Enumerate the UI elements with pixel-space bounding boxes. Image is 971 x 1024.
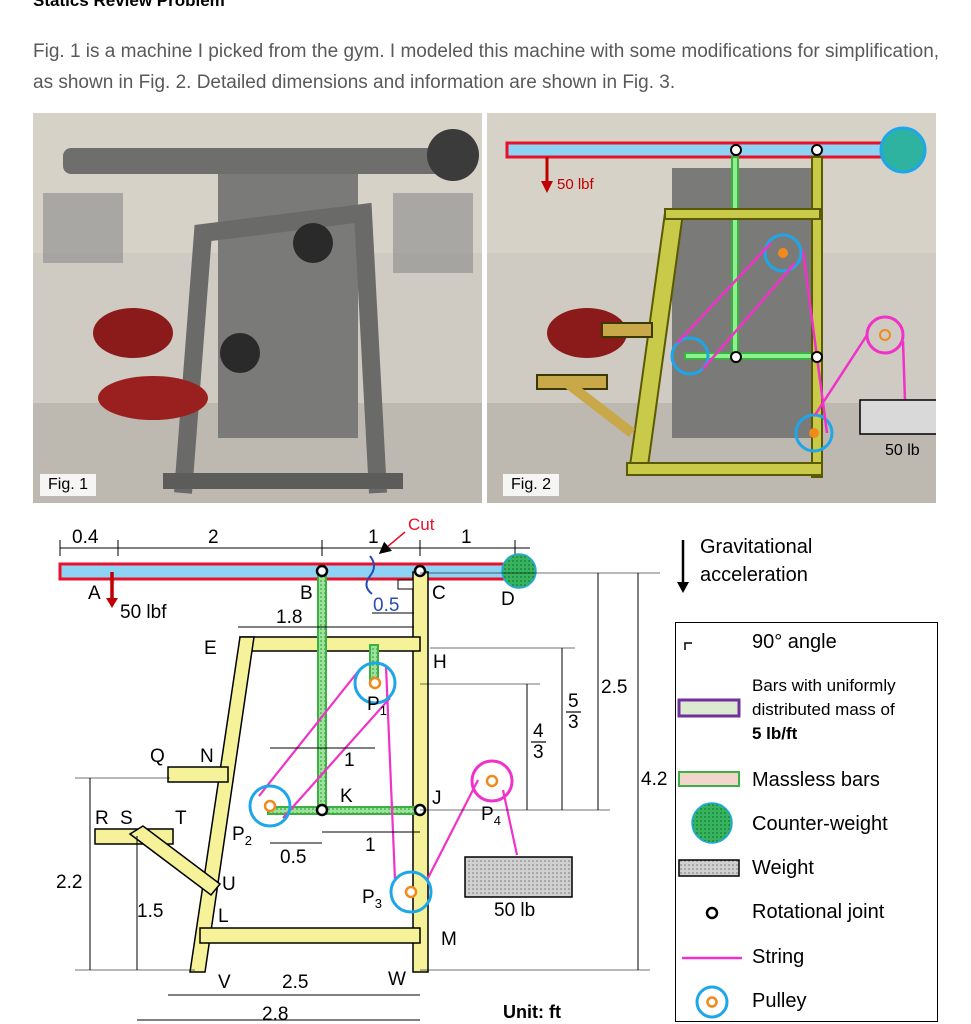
label-C: C bbox=[432, 583, 446, 604]
label-V: V bbox=[218, 972, 231, 993]
dim-1-left: 1 bbox=[368, 527, 379, 548]
cut-mark bbox=[365, 555, 375, 595]
dim-2-5-vertical: 2.5 bbox=[601, 677, 627, 698]
label-A: A bbox=[88, 583, 101, 604]
fig1-caption: Fig. 1 bbox=[40, 474, 97, 496]
legend-uniform-3: 5 lb/ft bbox=[752, 724, 798, 743]
label-H: H bbox=[433, 652, 447, 673]
gravity-label-line2: acceleration bbox=[700, 564, 808, 586]
label-S: S bbox=[120, 808, 133, 829]
label-D: D bbox=[501, 589, 515, 610]
label-P1: P1 bbox=[367, 694, 387, 718]
cut-label: Cut bbox=[408, 515, 435, 534]
label-U: U bbox=[222, 874, 236, 895]
frac-4-3-den: 3 bbox=[533, 742, 544, 763]
unit-label: Unit: ft bbox=[503, 1002, 561, 1022]
force-label: 50 lbf bbox=[120, 602, 167, 623]
pulley-P2 bbox=[248, 784, 292, 828]
gravity-label-line1: Gravitational bbox=[700, 536, 813, 558]
legend-box bbox=[675, 622, 938, 1022]
legend-joint: Rotational joint bbox=[752, 901, 885, 923]
legend-swatches bbox=[677, 642, 742, 1019]
problem-heading: Statics Review Problem bbox=[33, 0, 225, 10]
bar-LM bbox=[199, 927, 421, 944]
label-J: J bbox=[432, 788, 442, 809]
label-N: N bbox=[200, 746, 214, 767]
rotational-joints bbox=[315, 564, 427, 817]
string-path bbox=[258, 665, 519, 881]
gym-machine-photo bbox=[33, 113, 482, 503]
label-P2: P2 bbox=[232, 824, 252, 848]
pulley-P4 bbox=[470, 759, 514, 803]
legend-counterweight: Counter-weight bbox=[752, 813, 888, 835]
bar-QN bbox=[167, 766, 229, 783]
weight-block bbox=[464, 856, 573, 898]
label-Q: Q bbox=[150, 746, 165, 767]
dim-1-5: 1.5 bbox=[137, 901, 163, 922]
label-T: T bbox=[175, 808, 187, 829]
frac-5-3-den: 3 bbox=[568, 712, 579, 733]
dim-1-8: 1.8 bbox=[276, 607, 302, 628]
legend-pulley: Pulley bbox=[752, 990, 807, 1012]
legend-angle: 90° angle bbox=[752, 631, 837, 653]
legend-massless: Massless bars bbox=[752, 769, 880, 791]
label-B: B bbox=[300, 583, 313, 604]
fig2-caption: Fig. 2 bbox=[503, 474, 560, 496]
legend-uniform-2: distributed mass of bbox=[752, 700, 895, 719]
legend-uniform-1: Bars with uniformly bbox=[752, 676, 896, 695]
dim-4-2: 4.2 bbox=[641, 769, 667, 790]
counterweight bbox=[501, 553, 537, 589]
dim-1-low: 1 bbox=[365, 835, 376, 856]
top-dimension-line bbox=[59, 540, 530, 556]
weight-label: 50 lb bbox=[494, 900, 535, 921]
fig2-force-label: 50 lbf bbox=[557, 176, 595, 193]
dim-2-2: 2.2 bbox=[56, 872, 82, 893]
dim-2: 2 bbox=[208, 527, 219, 548]
dim-0-5-low: 0.5 bbox=[280, 847, 306, 868]
cut-arrow bbox=[378, 531, 406, 554]
legend-string: String bbox=[752, 946, 805, 968]
label-W: W bbox=[388, 969, 406, 990]
dim-0-5-top: 0.5 bbox=[373, 595, 399, 616]
pulley-P3 bbox=[389, 870, 433, 914]
legend-weight: Weight bbox=[752, 857, 814, 879]
label-M: M bbox=[441, 929, 457, 950]
frac-4-3-num: 4 bbox=[533, 721, 544, 742]
fig2-weight-label: 50 lb bbox=[885, 442, 920, 459]
bar-SU bbox=[128, 825, 222, 897]
dim-2-8: 2.8 bbox=[262, 1004, 288, 1024]
frac-5-3-num: 5 bbox=[568, 691, 579, 712]
label-P4: P4 bbox=[481, 804, 501, 828]
dim-1-right: 1 bbox=[461, 527, 472, 548]
label-R: R bbox=[95, 808, 109, 829]
dim-2-5-bottom: 2.5 bbox=[282, 972, 308, 993]
label-E: E bbox=[204, 638, 217, 659]
label-P3: P3 bbox=[362, 887, 382, 911]
label-K: K bbox=[340, 786, 353, 807]
label-L: L bbox=[218, 906, 229, 927]
bar-EH bbox=[239, 636, 421, 652]
dim-1-mid: 1 bbox=[344, 750, 355, 771]
pulley-P1 bbox=[353, 661, 397, 705]
modeled-machine-photo: 50 lbf 50 lb bbox=[487, 113, 936, 503]
top-beam bbox=[58, 562, 514, 581]
dim-0-4: 0.4 bbox=[72, 527, 99, 548]
intro-paragraph: Fig. 1 is a machine I picked from the gy… bbox=[33, 41, 940, 93]
